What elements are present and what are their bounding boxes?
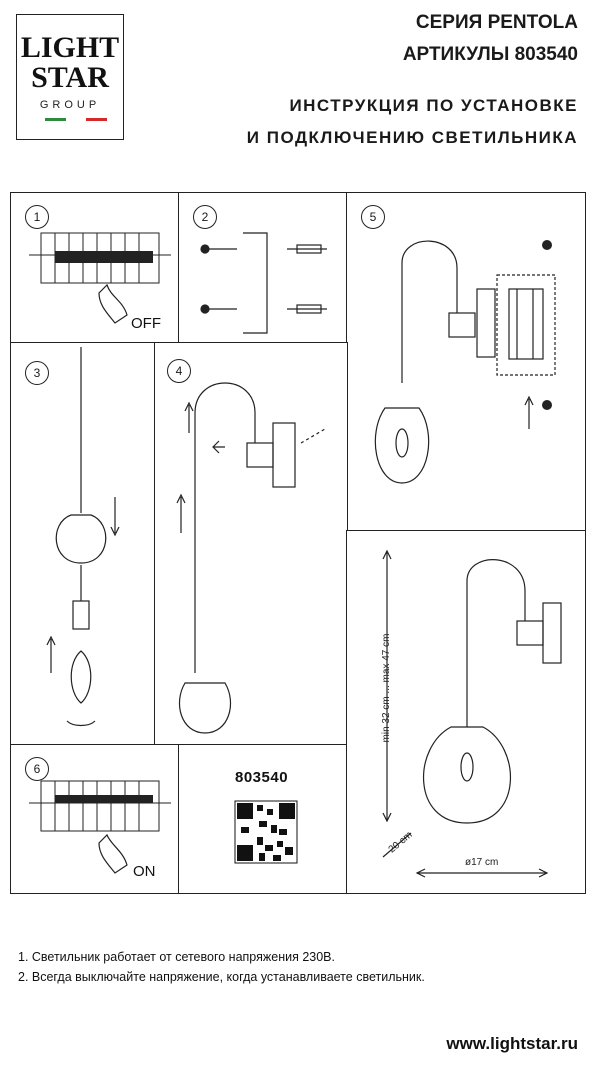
brand-logo: LIGHT STAR GROUP <box>16 14 124 140</box>
instruction-title-line2: И ПОДКЛЮЧЕНИЮ СВЕТИЛЬНИКА <box>246 128 578 147</box>
step-2-panel: 2 <box>178 192 348 344</box>
step-4-number: 4 <box>167 359 191 383</box>
diameter-dimension-label: ø17 cm <box>465 857 499 868</box>
logo-text-star: STAR <box>31 61 109 94</box>
mounting-screws-icon <box>200 232 327 334</box>
breaker-on-icon <box>29 780 171 874</box>
qr-code-icon <box>234 800 298 864</box>
step-3-panel: 3 <box>10 342 156 746</box>
step-4-panel: 4 <box>154 342 348 746</box>
instruction-title-line1: ИНСТРУКЦИЯ ПО УСТАНОВКЕ <box>289 96 578 115</box>
note-1: 1. Светильник работает от сетевого напря… <box>18 950 335 964</box>
logo-text-group: GROUP <box>39 99 101 111</box>
step-1-number: 1 <box>25 205 49 229</box>
step-5-number: 5 <box>361 205 385 229</box>
step-2-number: 2 <box>193 205 217 229</box>
step-6-label: ON <box>133 863 156 880</box>
step-1-label: OFF <box>131 315 161 332</box>
step-6-number: 6 <box>25 757 49 781</box>
breaker-off-icon <box>29 232 171 324</box>
wall-mount-icon <box>176 382 326 734</box>
article-qr-panel: 803540 <box>178 744 348 894</box>
step-1-panel: 1 OFF <box>10 192 180 344</box>
note-2: 2. Всегда выключайте напряжение, когда у… <box>18 970 425 984</box>
step-5-panel: 5 <box>346 192 586 532</box>
logo-flag <box>45 118 107 121</box>
website-link[interactable]: www.lightstar.ru <box>446 1034 578 1053</box>
step-6-panel: 6 ON <box>10 744 180 894</box>
dimensions-drawing <box>382 549 562 878</box>
wiring-connection-icon <box>374 240 556 484</box>
series-title: СЕРИЯ PENTOLA <box>415 12 578 33</box>
article-number: 803540 <box>235 769 289 786</box>
dimensions-panel: min 32 cm ... max 47 cm 20 cm ø17 cm <box>346 530 586 894</box>
logo-text-light: LIGHT <box>20 31 120 64</box>
articles-title: АРТИКУЛЫ 803540 <box>402 44 578 65</box>
step-3-number: 3 <box>25 361 49 385</box>
height-dimension-label: min 32 cm ... max 47 cm <box>381 633 392 743</box>
shade-and-bulb-assembly-icon <box>46 347 120 727</box>
